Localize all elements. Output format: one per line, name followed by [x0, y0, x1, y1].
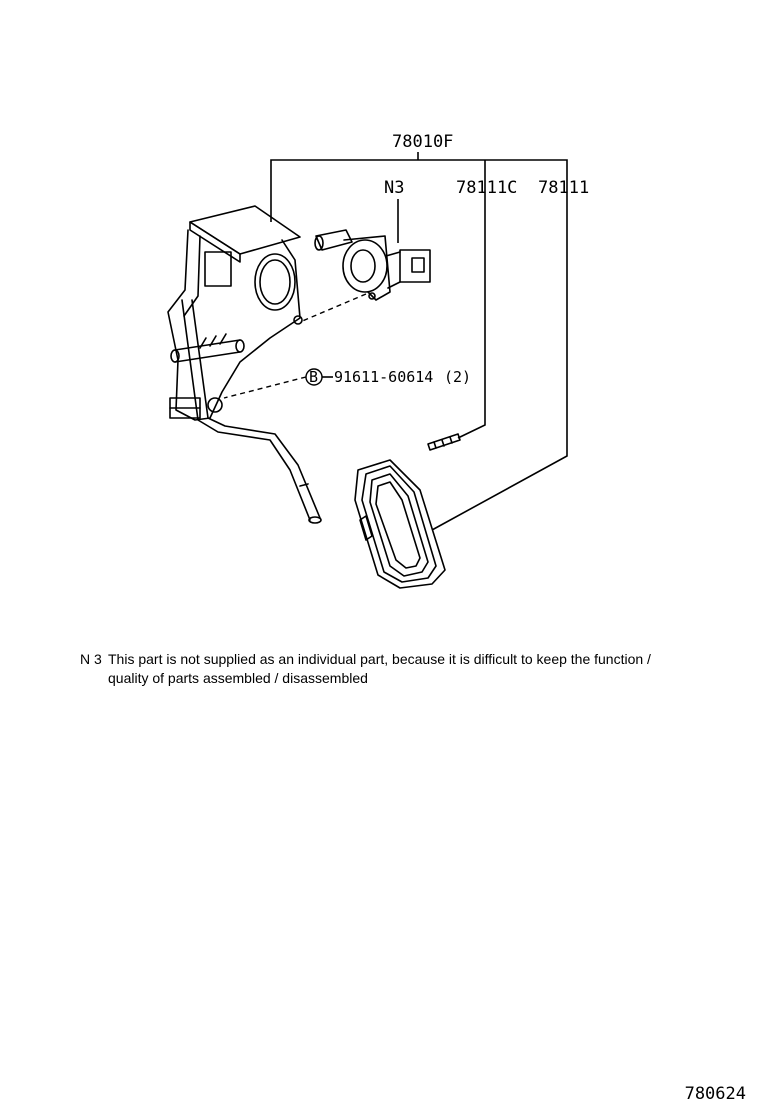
callout-78111: 78111	[538, 178, 589, 198]
pedal-arm	[181, 299, 322, 524]
callout-bolt-qty: (2)	[444, 368, 471, 386]
pedal-pad	[354, 459, 446, 589]
pedal-position-sensor	[314, 229, 431, 301]
pivot-shaft	[170, 333, 245, 363]
note-code: N 3	[80, 651, 102, 667]
dashed-line-sensor	[299, 293, 367, 323]
bolt-marker: B	[309, 368, 318, 386]
leader-lines	[270, 152, 568, 531]
dashed-line-bolt	[223, 376, 307, 399]
bolt-callout: B 91611-60614 (2)	[305, 368, 471, 386]
note-line-2: quality of parts assembled / disassemble…	[108, 670, 368, 686]
figure-reference-number: 780624	[684, 1084, 746, 1104]
callout-n3: N3	[384, 178, 404, 198]
callout-assembly: 78010F	[392, 132, 453, 152]
pedal-bracket	[167, 205, 303, 421]
callout-78111c: 78111C	[456, 178, 517, 198]
callout-bolt: 91611-60614	[334, 368, 433, 386]
note-line-1: This part is not supplied as an individu…	[108, 651, 651, 667]
pad-pin	[427, 433, 461, 451]
footnote-n3: N 3 This part is not supplied as an indiv…	[80, 650, 730, 688]
